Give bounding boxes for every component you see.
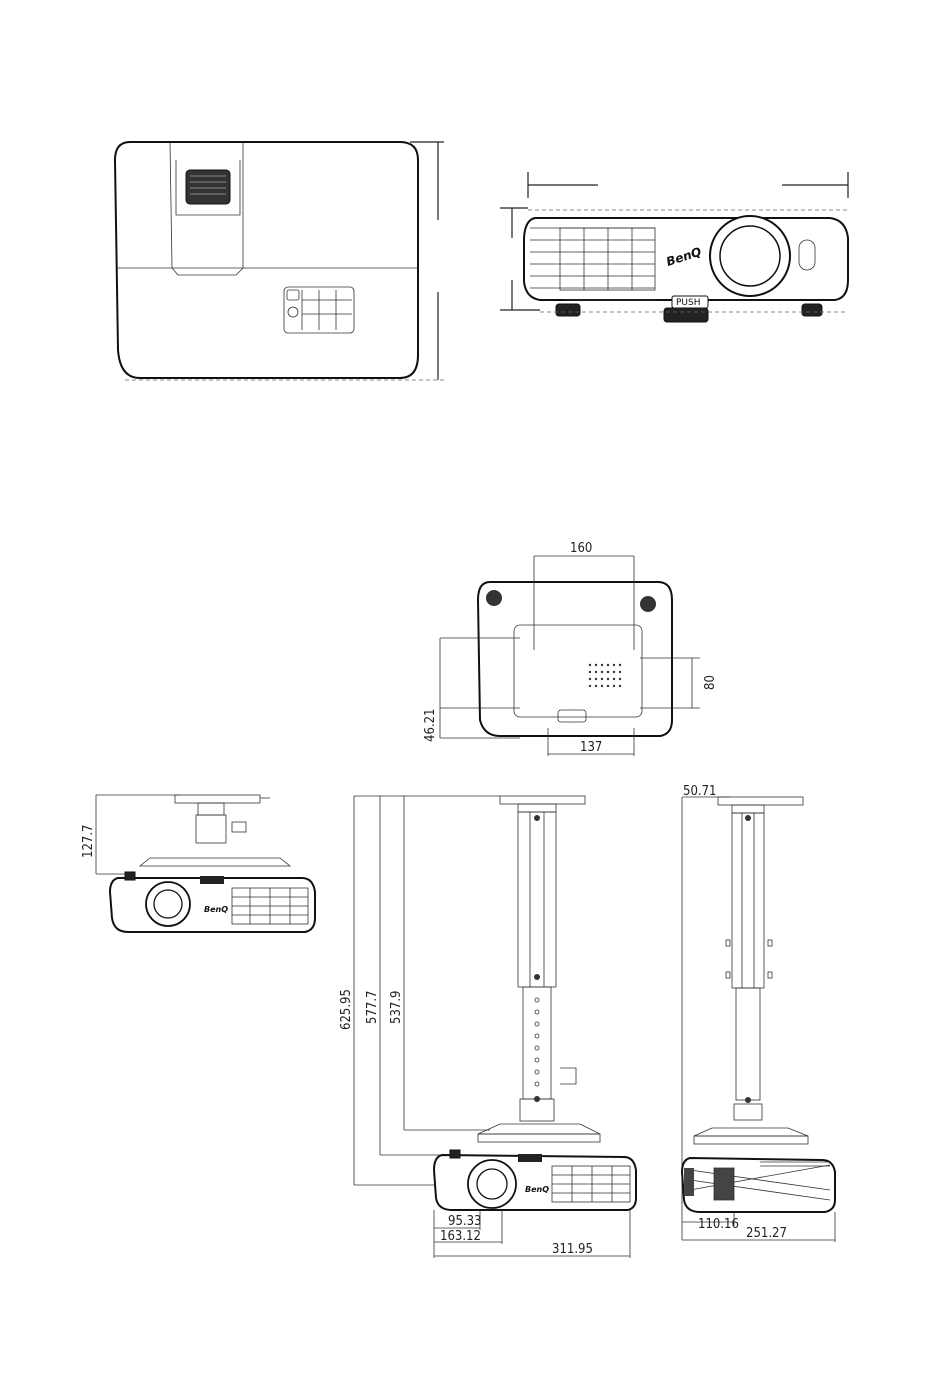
dim-251-27: 251.27	[746, 1226, 787, 1241]
dim-160: 160	[570, 541, 592, 556]
top-view	[115, 142, 444, 380]
dim-137: 137	[580, 740, 602, 755]
dim-127-7: 127.7	[81, 825, 96, 858]
svg-text:PUSH: PUSH	[676, 298, 701, 308]
dim-577-7: 577.7	[365, 991, 380, 1024]
dim-110-16: 110.16	[698, 1217, 739, 1232]
svg-text:BenQ: BenQ	[204, 905, 228, 914]
dim-95-33: 95.33	[448, 1214, 481, 1229]
bottom-view: 160 80 46.21 137	[423, 541, 718, 756]
dim-50-71: 50.71	[683, 784, 716, 799]
svg-text:BenQ: BenQ	[525, 1185, 549, 1194]
dim-537-9: 537.9	[389, 991, 404, 1024]
mount-short-view: 127.7 BenQ	[81, 795, 315, 932]
dim-46-21: 46.21	[423, 709, 438, 742]
dim-625-95: 625.95	[339, 989, 354, 1030]
mount-long-side-view: 50.71 110.16 251.27	[682, 784, 835, 1242]
dim-311-95: 311.95	[552, 1242, 593, 1257]
focus-ring-icon	[186, 170, 230, 204]
dim-163-12: 163.12	[440, 1229, 481, 1244]
front-view: BenQ PUSH	[500, 172, 848, 322]
dim-80: 80	[703, 675, 718, 690]
mount-long-front-view: 625.95 577.7 537.9 BenQ	[339, 796, 636, 1258]
